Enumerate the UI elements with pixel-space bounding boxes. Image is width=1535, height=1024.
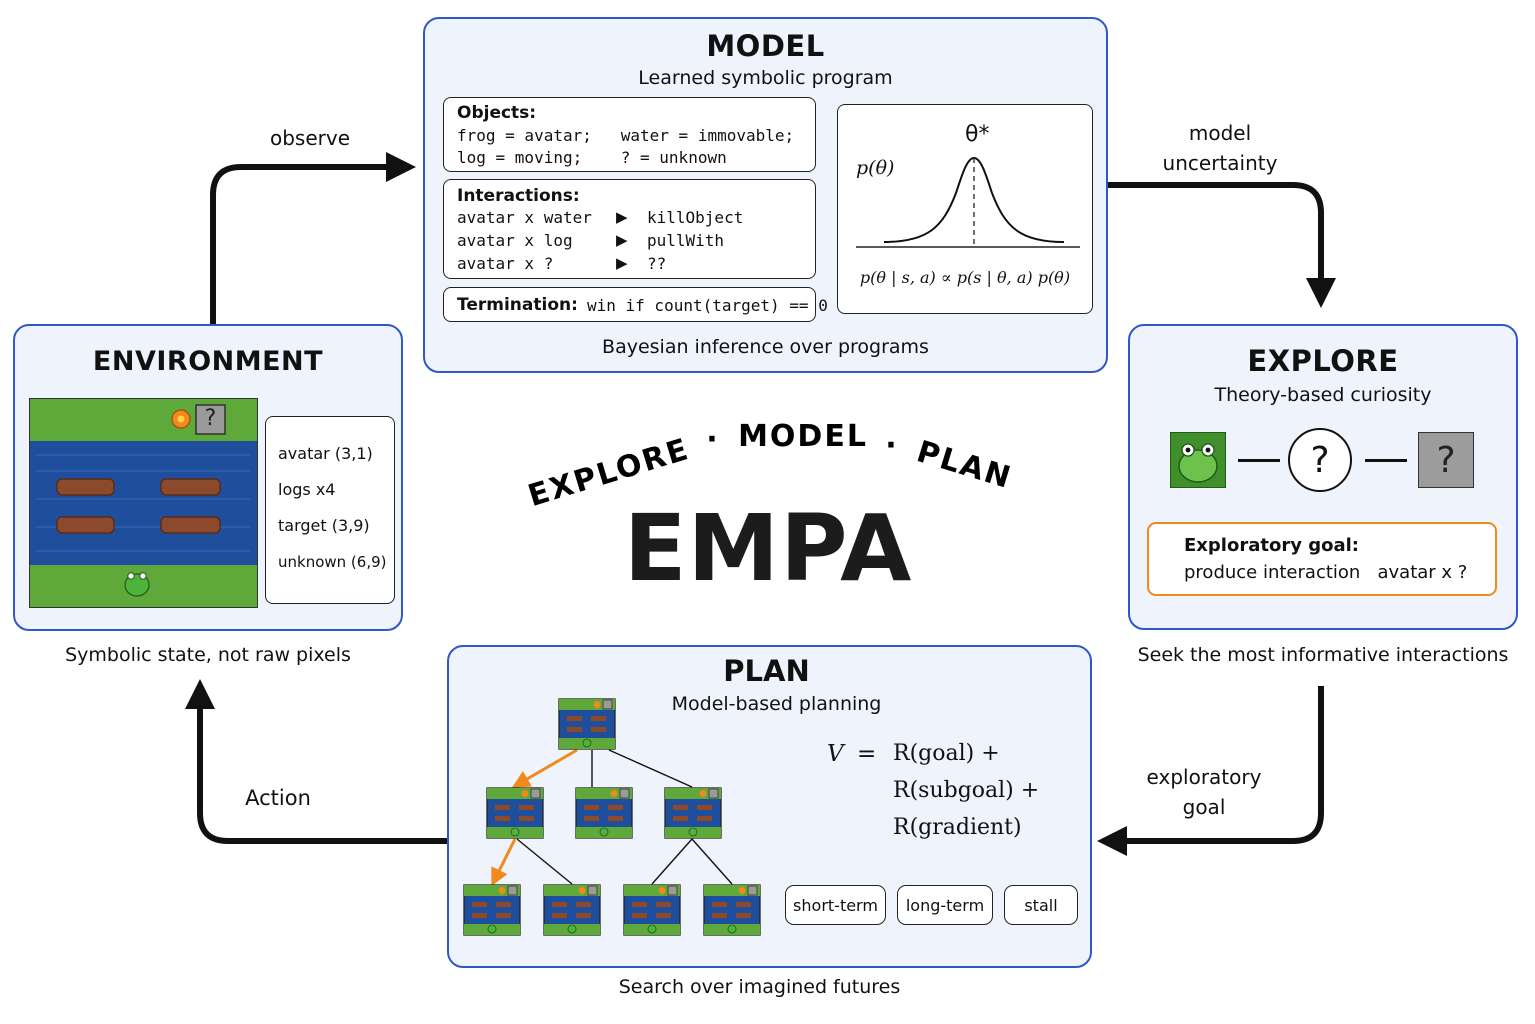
posterior-curve [856, 156, 1080, 248]
exploratory-goal-label-line2: goal [1182, 795, 1226, 819]
grid-unknown-symbol: ? [204, 406, 217, 431]
explore-caption: Seek the most informative interactions [1137, 644, 1509, 666]
interaction-effect: pullWith [647, 231, 725, 250]
interaction-arrow-marker: ▶ [616, 254, 628, 272]
state-item: avatar (3,1) [278, 444, 373, 463]
state-item: unknown (6,9) [278, 553, 387, 571]
explore-title: EXPLORE [1247, 344, 1399, 378]
model-uncertainty-label-line1: model [1188, 121, 1252, 145]
termination-box: Termination: win if count(target) == 0 [443, 287, 828, 322]
value-term: R(goal) + [893, 741, 1000, 766]
interaction-pair: avatar x ? [457, 254, 554, 273]
tree-node-state [664, 787, 722, 839]
unknown-block-icon: ? [1418, 432, 1474, 488]
explore-panel: EXPLORE Theory-based curiosity ? ? Explo… [1128, 324, 1518, 630]
bayes-formula: p(θ | s, a) ∝ p(s | θ, a) p(θ) [859, 268, 1071, 287]
frog-avatar-icon [124, 572, 150, 597]
long-term-chip: long-term [897, 885, 993, 925]
interaction-effect: killObject [647, 208, 744, 227]
tree-root-state [558, 698, 616, 750]
connector-line [1365, 459, 1407, 462]
exploratory-goal-arrow [1097, 686, 1324, 856]
objects-header: Objects: [457, 103, 537, 123]
plan-panel: PLAN Model-based planning [447, 645, 1092, 968]
arc-word-model: MODEL [738, 419, 868, 454]
unknown-circle: ? [1288, 428, 1352, 492]
tree-leaf-state [543, 884, 601, 936]
objects-line-2: log = moving; ? = unknown [457, 148, 727, 167]
objects-line-1: frog = avatar; water = immovable; [457, 126, 795, 145]
question-icon: ? [1436, 439, 1456, 481]
tree-node-state [486, 787, 544, 839]
state-item: logs x4 [278, 480, 336, 499]
state-list-box: avatar (3,1) logs x4 target (3,9) unknow… [265, 416, 395, 604]
model-subtitle: Learned symbolic program [638, 67, 893, 89]
state-item: target (3,9) [278, 516, 370, 535]
interaction-pair: avatar x water [457, 208, 592, 227]
plan-subtitle: Model-based planning [671, 693, 882, 715]
posterior-plot-box: θ* p(θ) p(θ | s, a) ∝ p(s | θ, a) p(θ) [837, 104, 1093, 314]
short-term-chip: short-term [785, 885, 886, 925]
empa-title: EMPA [623, 495, 913, 602]
arc-words: EXPLORE · MODEL · PLAN [524, 419, 1016, 514]
interactions-box: Interactions: avatar x water ▶ killObjec… [443, 179, 816, 279]
unknown-block-icon [195, 404, 226, 435]
frog-tile-icon [1170, 432, 1226, 488]
tree-leaf-state [703, 884, 761, 936]
plan-title: PLAN [723, 654, 810, 688]
value-lhs: V [827, 741, 844, 767]
p-theta-label: p(θ) [856, 157, 895, 179]
environment-title: ENVIRONMENT [92, 346, 324, 377]
termination-rule: win if count(target) == 0 [587, 296, 828, 315]
tree-leaf-state [463, 884, 521, 936]
tree-leaf-state [623, 884, 681, 936]
observe-arrow [210, 152, 416, 324]
model-panel: MODEL Learned symbolic program Objects: … [423, 17, 1108, 373]
arc-separator: · [885, 428, 896, 463]
model-uncertainty-label-line2: uncertainty [1162, 151, 1278, 175]
interaction-effect: ?? [647, 254, 667, 273]
model-title: MODEL [706, 29, 825, 63]
plan-caption: Search over imagined futures [618, 976, 901, 998]
action-arrow [185, 679, 447, 844]
interactions-header: Interactions: [457, 186, 580, 206]
question-icon: ? [1310, 439, 1330, 481]
exploratory-goal-header: Exploratory goal: [1184, 535, 1359, 556]
observe-label: observe [269, 126, 351, 150]
exploratory-goal-label-line1: exploratory [1146, 765, 1262, 789]
log-icon [56, 478, 221, 534]
theta-star-label: θ* [965, 122, 990, 147]
exploratory-goal-text: produce interaction avatar x ? [1184, 562, 1468, 583]
stall-chip: stall [1004, 885, 1078, 925]
arc-word-plan: PLAN [913, 434, 1016, 496]
interaction-pair: avatar x log [457, 231, 573, 250]
value-term: R(gradient) [893, 815, 1022, 840]
target-flower-icon [171, 409, 191, 429]
connector-line [1238, 459, 1280, 462]
value-equals: = [857, 741, 877, 767]
game-grid: ? [29, 398, 258, 608]
arc-separator: · [706, 422, 717, 457]
termination-label: Termination: [457, 295, 578, 315]
model-caption: Bayesian inference over programs [602, 336, 929, 358]
frogger-scene [30, 399, 257, 607]
objects-box: Objects: frog = avatar; water = immovabl… [443, 97, 816, 172]
tree-node-state [575, 787, 633, 839]
interaction-arrow-marker: ▶ [616, 208, 628, 226]
environment-caption: Symbolic state, not raw pixels [65, 644, 351, 666]
value-term: R(subgoal) + [893, 778, 1040, 803]
interaction-arrow-marker: ▶ [616, 231, 628, 249]
exploratory-goal-box: Exploratory goal: produce interaction av… [1147, 522, 1497, 596]
explore-subtitle: Theory-based curiosity [1214, 384, 1432, 406]
uncertainty-arrow [1108, 182, 1336, 308]
search-tree [463, 698, 761, 936]
action-label: Action [245, 786, 311, 810]
environment-panel: ENVIRONMENT [13, 324, 403, 631]
